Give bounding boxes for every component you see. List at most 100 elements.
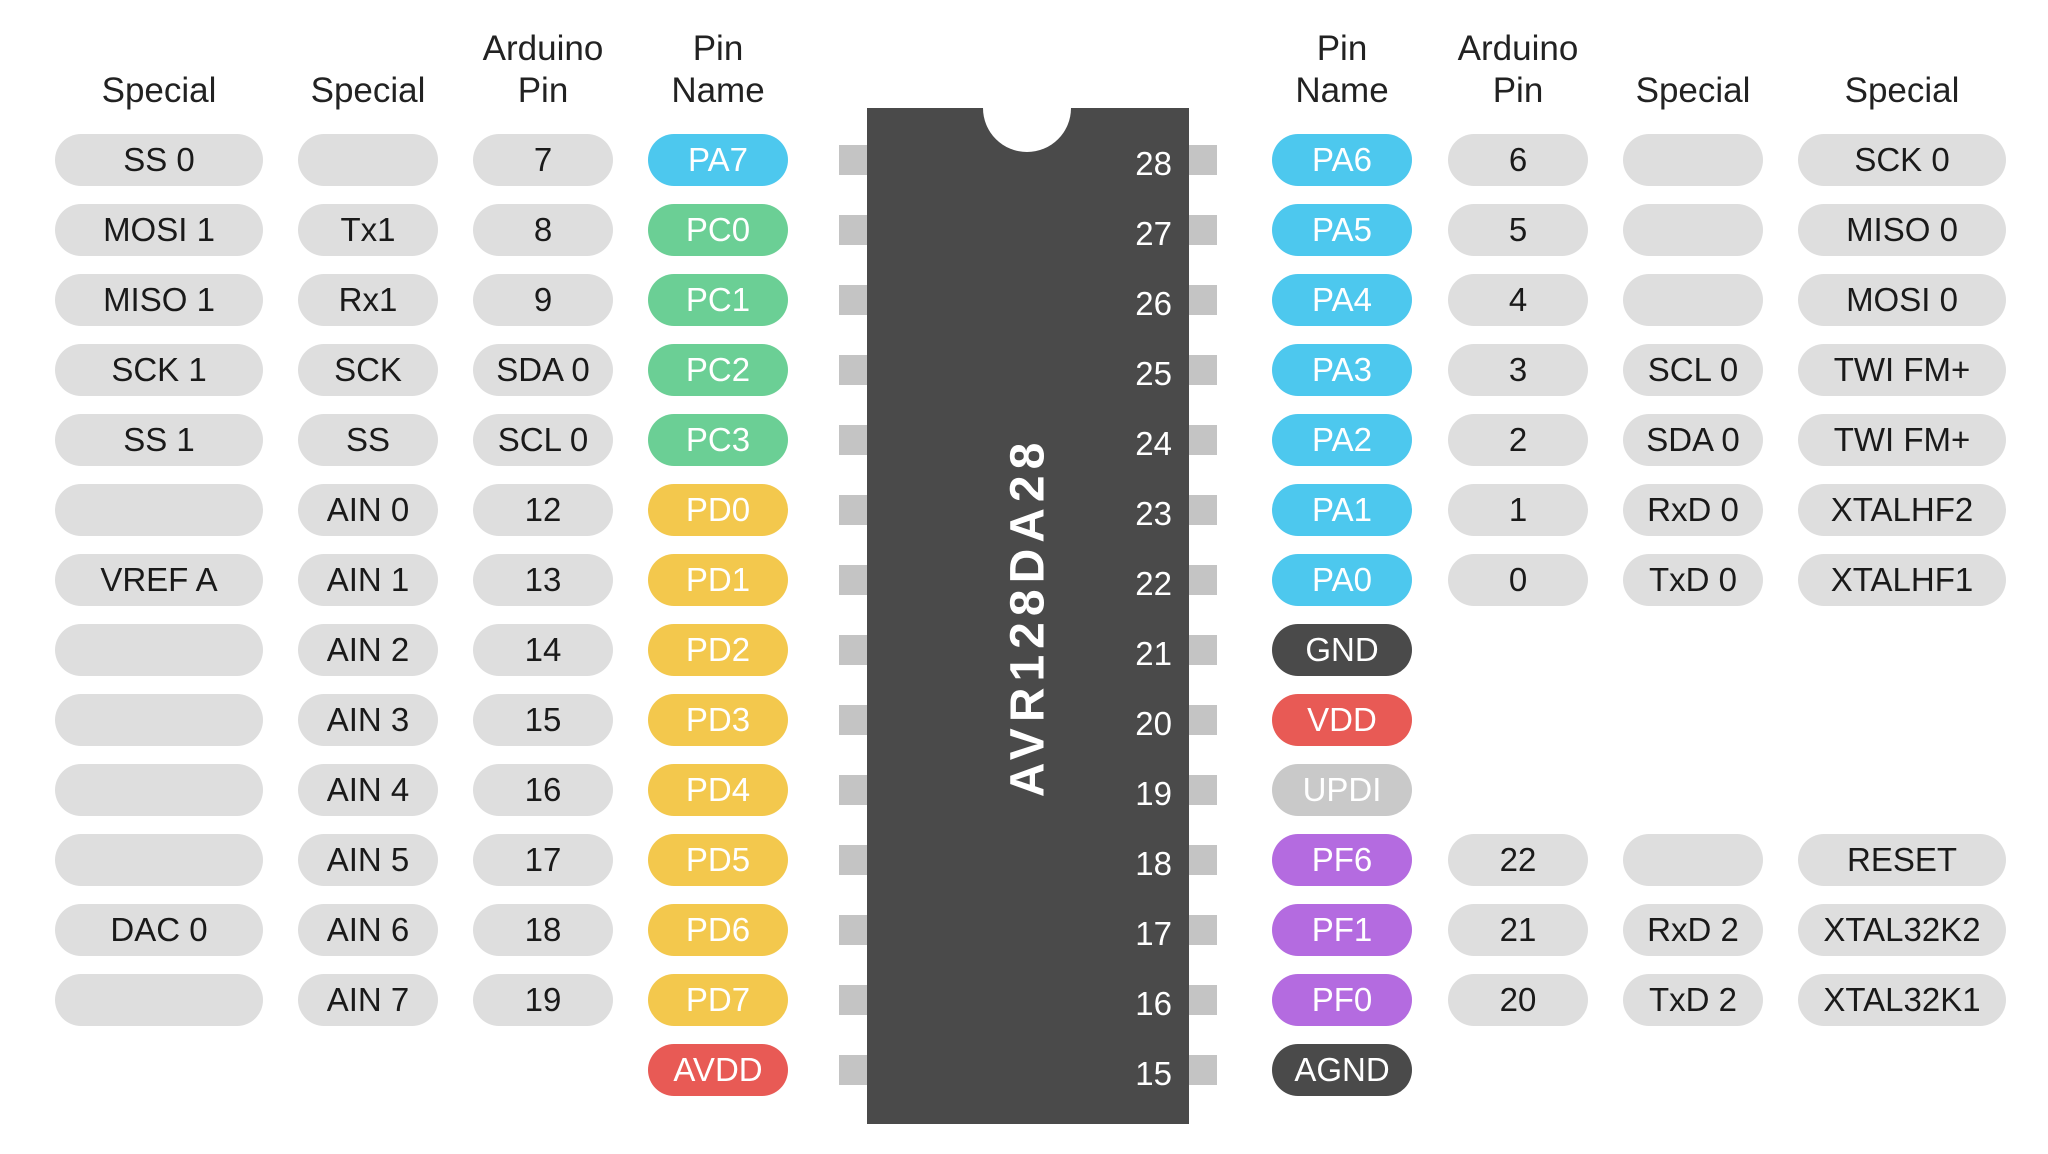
arduino-pin-cell: 21 [1448, 904, 1588, 956]
arduino-pin-cell: 0 [1448, 554, 1588, 606]
pin-leg [1189, 145, 1217, 175]
pin-name-label: PC0 [648, 204, 788, 256]
special-function-cell: VREF A [55, 554, 263, 606]
special-function-cell [1623, 274, 1763, 326]
column-header-text: Pin [692, 29, 744, 68]
pin-leg [839, 985, 867, 1015]
arduino-pin-cell: 13 [473, 554, 613, 606]
arduino-pin-cell: 5 [1448, 204, 1588, 256]
special-function-cell: TWI FM+ [1798, 414, 2006, 466]
arduino-pin-cell: 7 [473, 134, 613, 186]
arduino-pin-cell: 18 [473, 904, 613, 956]
pin-number: 16 [1135, 985, 1172, 1022]
pin-name-label: PD5 [648, 834, 788, 886]
column-header-text: Special [1635, 71, 1751, 110]
special-function-cell: XTAL32K1 [1798, 974, 2006, 1026]
pin-leg [839, 145, 867, 175]
special-function-cell: AIN 7 [298, 974, 438, 1026]
arduino-pin-cell: SCL 0 [473, 414, 613, 466]
special-function-cell: SCK [298, 344, 438, 396]
special-function-cell [1623, 834, 1763, 886]
pin-leg [839, 495, 867, 525]
column-header: Special [25, 22, 293, 112]
pin-name-label: AGND [1272, 1044, 1412, 1096]
special-function-cell: AIN 2 [298, 624, 438, 676]
pin-number: 15 [1135, 1055, 1172, 1092]
special-function-cell: SDA 0 [1623, 414, 1763, 466]
pin-name-label: PA5 [1272, 204, 1412, 256]
pin-leg [1189, 355, 1217, 385]
special-function-cell [55, 764, 263, 816]
special-function-cell: SCK 0 [1798, 134, 2006, 186]
special-function-cell: MOSI 1 [55, 204, 263, 256]
pin-name-label: PA2 [1272, 414, 1412, 466]
arduino-pin-cell: 12 [473, 484, 613, 536]
pin-leg [839, 285, 867, 315]
special-function-cell: XTALHF2 [1798, 484, 2006, 536]
pin-leg [1189, 285, 1217, 315]
arduino-pin-cell: SDA 0 [473, 344, 613, 396]
column-header-text: Special [101, 71, 217, 110]
pin-number: 24 [1135, 425, 1172, 462]
special-function-cell: XTALHF1 [1798, 554, 2006, 606]
special-function-cell: RxD 0 [1623, 484, 1763, 536]
pin-leg [1189, 495, 1217, 525]
pin-leg [839, 635, 867, 665]
pin-name-label: PD0 [648, 484, 788, 536]
column-header-text: Pin [1492, 71, 1544, 110]
pin-leg [1189, 425, 1217, 455]
column-header: Special [1593, 22, 1793, 112]
pin-name-label: PD3 [648, 694, 788, 746]
arduino-pin-cell: 4 [1448, 274, 1588, 326]
pin-name-label: PD6 [648, 904, 788, 956]
pin-leg [1189, 985, 1217, 1015]
pin-leg [839, 425, 867, 455]
pin-name-label: PA1 [1272, 484, 1412, 536]
special-function-cell: SS [298, 414, 438, 466]
pin-leg [839, 1055, 867, 1085]
special-function-cell [55, 974, 263, 1026]
special-function-cell: Rx1 [298, 274, 438, 326]
pin-leg [839, 355, 867, 385]
arduino-pin-cell: 8 [473, 204, 613, 256]
special-function-cell: TWI FM+ [1798, 344, 2006, 396]
pin-name-label: PF6 [1272, 834, 1412, 886]
special-function-cell [55, 834, 263, 886]
special-function-cell: AIN 1 [298, 554, 438, 606]
pin-name-label: PD7 [648, 974, 788, 1026]
arduino-pin-cell: 16 [473, 764, 613, 816]
pin-name-label: VDD [1272, 694, 1412, 746]
pin-name-label: PD4 [648, 764, 788, 816]
special-function-cell: MISO 1 [55, 274, 263, 326]
special-function-cell: TxD 0 [1623, 554, 1763, 606]
special-function-cell: SS 1 [55, 414, 263, 466]
pin-name-label: PA0 [1272, 554, 1412, 606]
pin-number: 22 [1135, 565, 1172, 602]
pin-leg [839, 845, 867, 875]
arduino-pin-cell: 19 [473, 974, 613, 1026]
special-function-cell: SCK 1 [55, 344, 263, 396]
pin-leg [1189, 705, 1217, 735]
arduino-pin-cell: 6 [1448, 134, 1588, 186]
special-function-cell: Tx1 [298, 204, 438, 256]
special-function-cell [1623, 204, 1763, 256]
pin-name-label: PA4 [1272, 274, 1412, 326]
pin-leg [1189, 215, 1217, 245]
pin-number: 19 [1135, 775, 1172, 812]
pin-number: 25 [1135, 355, 1172, 392]
pin-number: 21 [1135, 635, 1172, 672]
special-function-cell [55, 484, 263, 536]
pin-leg [839, 565, 867, 595]
pin-name-label: PA3 [1272, 344, 1412, 396]
column-header-text: Name [1295, 71, 1389, 110]
arduino-pin-cell: 9 [473, 274, 613, 326]
pin-leg [1189, 565, 1217, 595]
column-header-text: Name [671, 71, 765, 110]
pin-name-label: PA7 [648, 134, 788, 186]
pin-leg [1189, 845, 1217, 875]
special-function-cell: MOSI 0 [1798, 274, 2006, 326]
